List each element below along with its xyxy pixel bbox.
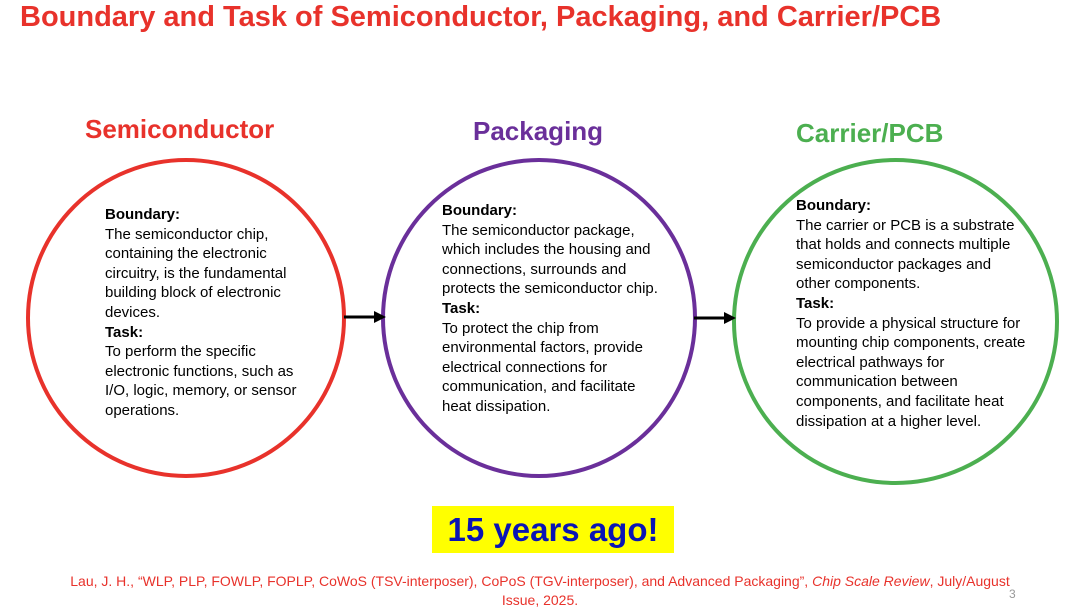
semiconductor-task-label: Task: bbox=[105, 323, 144, 341]
reference-journal: Chip Scale Review bbox=[812, 573, 930, 589]
circle-packaging bbox=[381, 158, 697, 478]
reference-prefix: Lau, J. H., “WLP, PLP, FOWLP, FOPLP, CoW… bbox=[70, 573, 813, 589]
carrier-task-text: To provide a physical structure for moun… bbox=[796, 314, 1026, 430]
packaging-text: Boundary: The semiconductor package, whi… bbox=[442, 201, 666, 417]
packaging-task-text: To protect the chip from environmental f… bbox=[442, 319, 643, 415]
packaging-boundary-label: Boundary: bbox=[442, 202, 517, 219]
fifteen-years-ago-badge: 15 years ago! bbox=[432, 506, 674, 553]
packaging-task-label: Task: bbox=[442, 299, 481, 317]
circle-semiconductor bbox=[26, 158, 346, 478]
carrier-boundary-text: The carrier or PCB is a substrate that h… bbox=[796, 216, 1015, 293]
semiconductor-task-text: To perform the specific electronic funct… bbox=[105, 343, 297, 419]
reference-citation: Lau, J. H., “WLP, PLP, FOWLP, FOPLP, CoW… bbox=[60, 572, 1020, 610]
carrier-task-label: Task: bbox=[796, 294, 835, 312]
semiconductor-boundary-text: The semiconductor chip, containing the e… bbox=[105, 225, 287, 321]
semiconductor-boundary-label: Boundary: bbox=[105, 206, 180, 223]
circle-carrier-pcb bbox=[732, 158, 1059, 485]
heading-packaging: Packaging bbox=[473, 116, 604, 146]
carrier-pcb-text: Boundary: The carrier or PCB is a substr… bbox=[796, 196, 1028, 431]
packaging-boundary-text: The semiconductor package, which include… bbox=[442, 221, 658, 298]
slide-title: Boundary and Task of Semiconductor, Pack… bbox=[20, 1, 942, 33]
semiconductor-text: Boundary: The semiconductor chip, contai… bbox=[105, 205, 310, 421]
heading-semiconductor: Semiconductor bbox=[85, 114, 275, 144]
page-number: 3 bbox=[1009, 587, 1016, 601]
arrow-semiconductor-to-packaging bbox=[344, 311, 386, 323]
heading-carrier-pcb: Carrier/PCB bbox=[796, 118, 944, 148]
reference-suffix: , July/August Issue, 2025. bbox=[501, 573, 1010, 608]
arrow-packaging-to-carrier bbox=[694, 312, 736, 324]
carrier-boundary-label: Boundary: bbox=[796, 197, 871, 214]
